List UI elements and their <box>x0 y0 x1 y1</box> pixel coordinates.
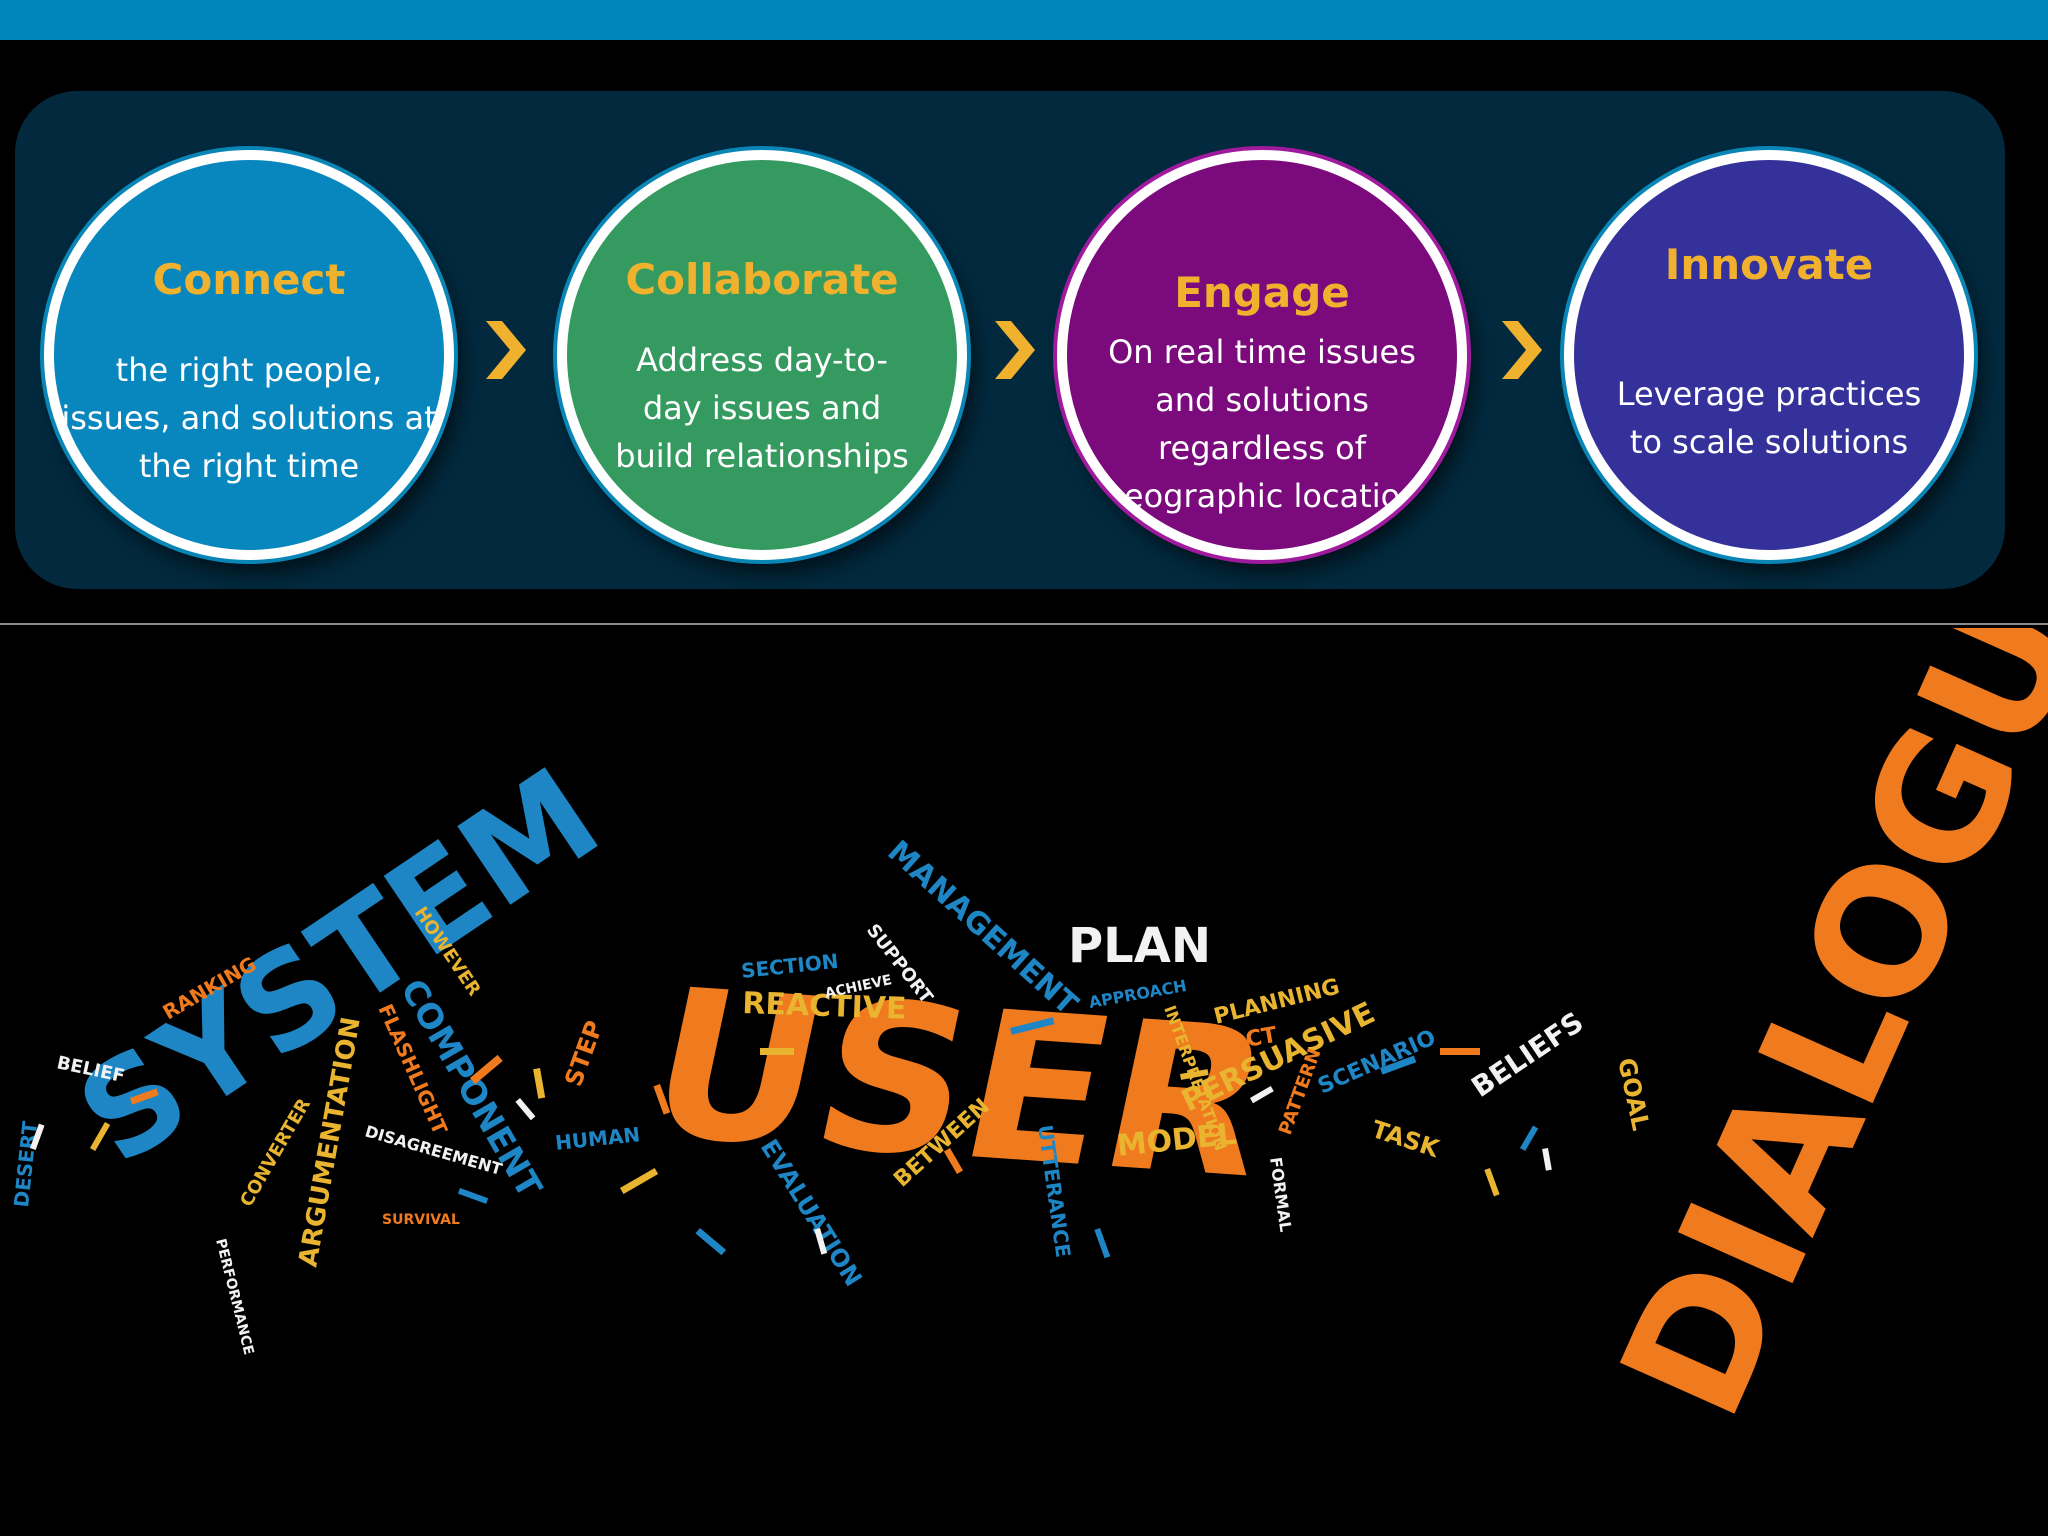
cloud-word-plan: PLAN <box>1068 918 1211 974</box>
step-connect: Connect the right people, issues, and so… <box>44 150 454 560</box>
step-collaborate: Collaborate Address day-to-day issues an… <box>557 150 967 560</box>
chevron-right-icon <box>995 321 1035 379</box>
chevron-right-icon <box>1502 321 1542 379</box>
step-innovate-description: Leverage practices to scale solutions <box>1616 375 1922 461</box>
svg-text:SURVIVAL: SURVIVAL <box>382 1212 460 1228</box>
step-engage-description: On real time issues and solutions regard… <box>1103 333 1421 515</box>
top-accent-bar <box>0 0 2048 40</box>
step-connect-description: the right people, issues, and solutions … <box>61 351 437 485</box>
cloud-word-dialogue: DIALOGUE <box>1582 628 2048 1445</box>
cloud-word-reactive: REACTIVE <box>742 986 907 1027</box>
cloud-word-user: USER <box>630 945 1291 1224</box>
word-cloud-image: DIALOGUE USER SYSTEM PLAN REACTIVE MANAG… <box>9 628 2048 1445</box>
step-engage-title: Engage <box>1174 268 1350 317</box>
svg-text:FORMAL: FORMAL <box>1266 1156 1295 1233</box>
step-collaborate-description: Address day-to-day issues and build rela… <box>615 341 909 475</box>
svg-text:PERFORMANCE: PERFORMANCE <box>212 1237 256 1357</box>
step-innovate-title: Innovate <box>1664 240 1874 289</box>
step-innovate: Innovate Leverage practices to scale sol… <box>1564 150 1974 560</box>
svg-text:HUMAN: HUMAN <box>554 1122 641 1155</box>
svg-text:STEP: STEP <box>559 1017 608 1090</box>
section-divider <box>0 623 2048 625</box>
step-connect-title: Connect <box>152 255 346 304</box>
chevron-right-icon <box>486 321 526 379</box>
svg-text:GOAL: GOAL <box>1612 1055 1655 1133</box>
svg-text:TASK: TASK <box>1368 1115 1444 1163</box>
svg-text:BELIEFS: BELIEFS <box>1465 1005 1589 1103</box>
step-collaborate-title: Collaborate <box>625 255 899 304</box>
step-engage: Engage On real time issues and solutions… <box>1057 150 1467 560</box>
